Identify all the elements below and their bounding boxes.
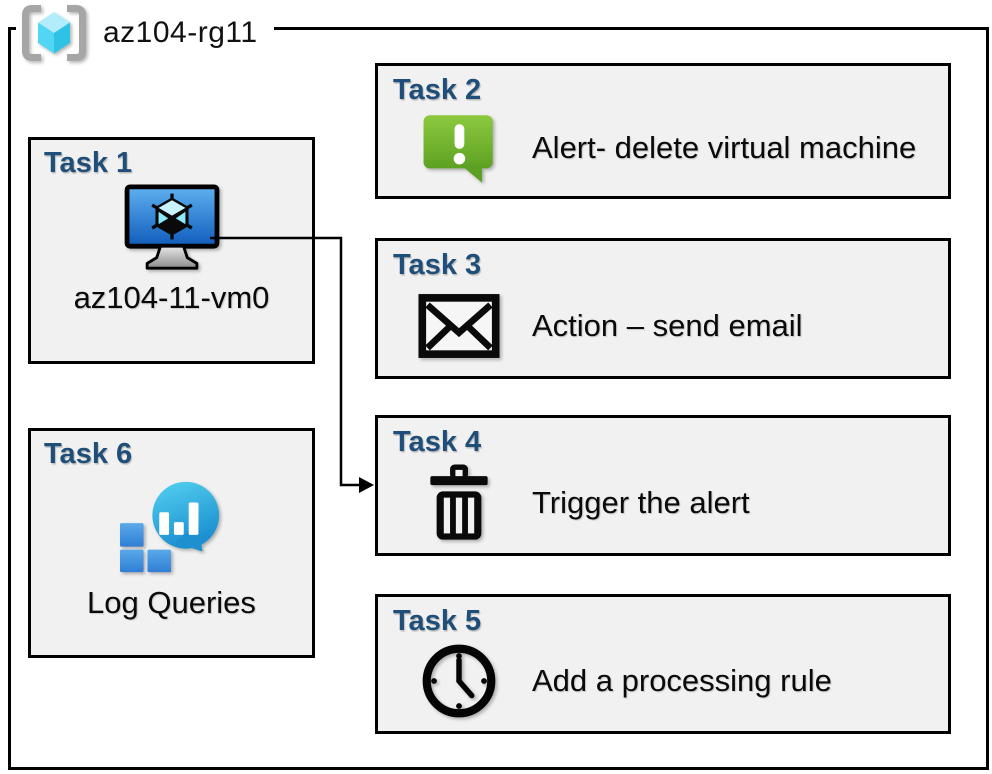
resource-group-title: az104-rg11: [103, 16, 258, 49]
task-3-row: Action – send email: [378, 276, 948, 376]
task-4-label: Trigger the alert: [532, 484, 750, 520]
task-2-icon-slot: [416, 109, 502, 187]
task-5-label: Add a processing rule: [532, 663, 832, 699]
trash-icon: [430, 464, 488, 540]
resource-group-header: az104-rg11: [16, 2, 274, 64]
task-3-title: Task 3: [393, 249, 482, 281]
task-2-title: Task 2: [393, 74, 482, 106]
task-2-label: Alert- delete virtual machine: [532, 130, 917, 166]
task-1-label: az104-11-vm0: [73, 279, 270, 315]
log-queries-icon: [119, 481, 219, 573]
task-5-box: Add a processing rule Task 5: [375, 594, 951, 734]
task-6-label: Log Queries: [87, 584, 256, 620]
task-2-row: Alert- delete virtual machine: [378, 101, 948, 196]
task-5-title: Task 5: [393, 605, 482, 637]
task-6-title: Task 6: [44, 438, 133, 470]
task-4-box: Task 4 Trigger the alert: [375, 415, 951, 556]
task-6-box: Task 6 Log Q: [28, 428, 315, 658]
task-1-box: Task 1: [28, 137, 315, 364]
task-5-row: Add a processing rule: [378, 632, 948, 731]
task-3-box: Task 3 Action – send email: [375, 238, 951, 379]
task-3-icon-slot: [416, 293, 502, 359]
resource-group-icon: [22, 5, 86, 61]
task-6-icon-wrap: [119, 481, 224, 573]
task-5-icon-slot: [416, 641, 502, 721]
task-1-icon-wrap: [124, 184, 220, 272]
task-1-title: Task 1: [44, 147, 133, 179]
alert-icon: [423, 115, 493, 184]
task-3-label: Action – send email: [532, 307, 803, 343]
virtual-machine-icon: [124, 184, 219, 270]
email-icon: [418, 293, 500, 358]
resource-group-border: [8, 27, 989, 770]
task-4-icon-slot: [416, 464, 502, 542]
clock-icon: [422, 645, 496, 718]
task-2-box: Task 2 Alert- delete virtual machine: [375, 63, 951, 199]
task-4-row: Trigger the alert: [378, 453, 948, 553]
task-4-title: Task 4: [393, 426, 482, 458]
